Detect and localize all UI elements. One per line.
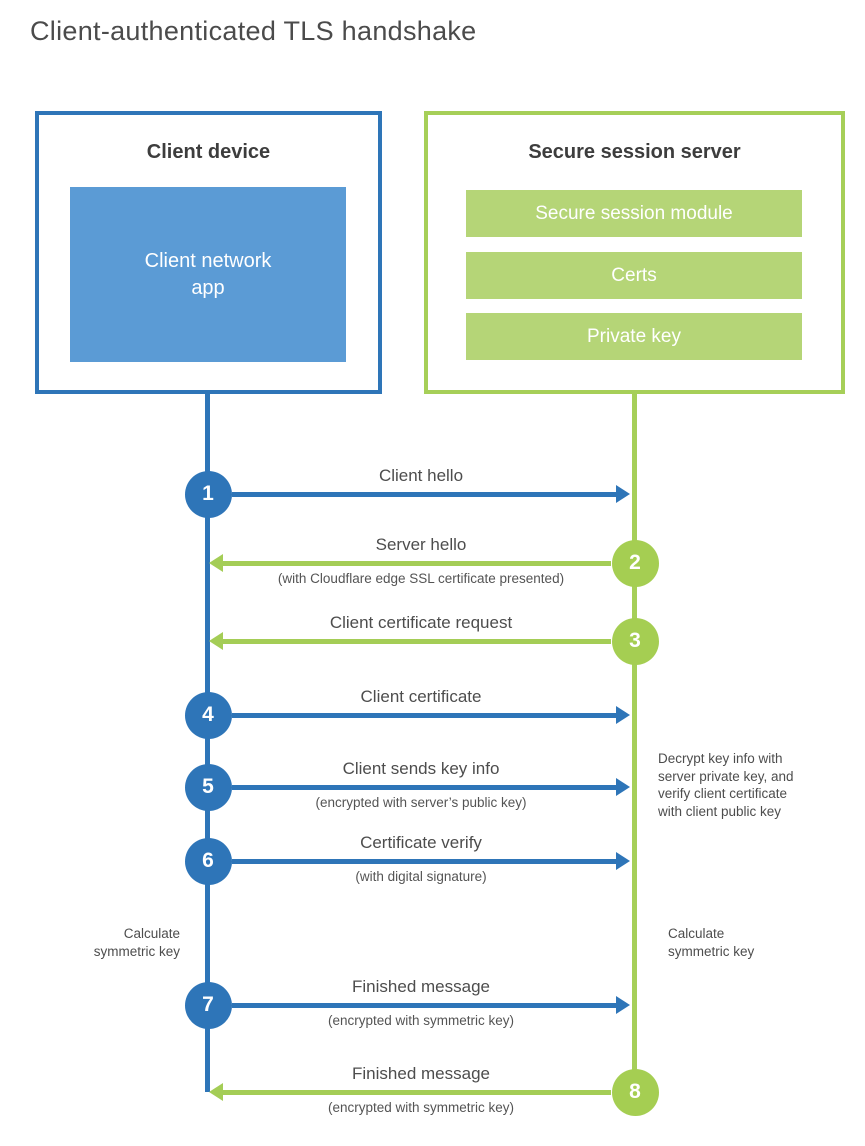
step-5-circle: 5 — [184, 763, 232, 811]
secure-session-module-bar: Secure session module — [466, 190, 802, 237]
client-network-app-box: Client network app — [70, 187, 346, 362]
step-4-circle: 4 — [184, 691, 232, 739]
secure-session-server-title: Secure session server — [528, 141, 741, 163]
client-lifeline — [205, 393, 210, 1092]
step-2-arrow-left — [209, 553, 611, 572]
client-device-title: Client device — [146, 141, 271, 163]
private-key-bar: Private key — [466, 313, 802, 360]
step-3-arrow-left — [209, 631, 611, 650]
step-5-sublabel: (encrypted with server’s public key) — [315, 795, 527, 810]
step-4-label: Client certificate — [360, 687, 482, 706]
step-7-arrow-right — [232, 995, 630, 1014]
decrypt-note: Decrypt key info with server private key… — [658, 751, 794, 819]
step-6-label: Certificate verify — [360, 833, 482, 852]
step-5-arrow-right — [232, 777, 630, 796]
step-5-label: Client sends key info — [342, 759, 500, 778]
calculate-symmetric-key-note-server: Calculate symmetric key — [668, 926, 755, 959]
step-1-arrow-right — [232, 484, 630, 503]
step-7-circle: 7 — [184, 981, 232, 1029]
step-6-arrow-right — [232, 851, 630, 870]
step-8-label: Finished message — [352, 1064, 490, 1083]
server-lifeline — [632, 393, 637, 1094]
page-title: Client-authenticated TLS handshake — [30, 16, 477, 46]
step-1-circle: 1 — [184, 470, 232, 518]
step-2-sublabel: (with Cloudflare edge SSL certificate pr… — [277, 571, 565, 586]
step-2-circle: 2 — [611, 539, 659, 587]
step-4-arrow-right — [232, 705, 630, 724]
step-8-circle: 8 — [611, 1068, 659, 1116]
step-3-label: Client certificate request — [329, 613, 513, 632]
step-7-sublabel: (encrypted with symmetric key) — [327, 1013, 515, 1028]
certs-bar: Certs — [466, 252, 802, 299]
step-7-label: Finished message — [352, 977, 490, 996]
step-8-sublabel: (encrypted with symmetric key) — [327, 1100, 515, 1115]
calculate-symmetric-key-note-client: Calculate symmetric key — [93, 926, 180, 959]
step-2-label: Server hello — [375, 535, 467, 554]
step-3-circle: 3 — [611, 617, 659, 665]
step-6-sublabel: (with digital signature) — [355, 869, 487, 884]
step-6-circle: 6 — [184, 837, 232, 885]
step-8-arrow-left — [209, 1082, 611, 1101]
step-1-label: Client hello — [378, 466, 464, 485]
